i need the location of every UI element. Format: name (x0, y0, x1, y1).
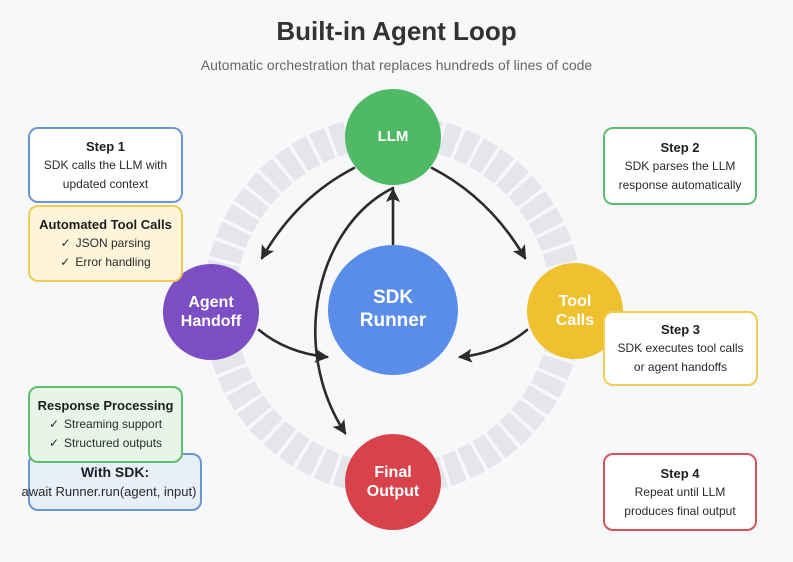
check-icon (61, 236, 76, 250)
step-2-card: Step 2 SDK parses the LLM response autom… (603, 127, 757, 205)
tool-calls-label-line2: Calls (555, 312, 595, 329)
with-sdk-title: With SDK: (80, 464, 150, 480)
check-icon (49, 436, 64, 450)
step-4-line: Repeat until LLM (634, 484, 726, 499)
tool-calls-label-line1: Tool (558, 292, 592, 310)
step-1-title: Step 1 (85, 138, 125, 154)
final-output-label-line2: Output (366, 483, 420, 500)
sdk-runner-label-line1: SDK (372, 287, 414, 309)
feature-item: JSON parsing (30, 234, 181, 253)
sdk-runner-label-line2: Runner (359, 310, 427, 331)
final-output-node: Final Output (345, 434, 441, 530)
step-2-line: SDK parses the LLM (624, 158, 736, 173)
arrow-llm-to-final-output (314, 186, 395, 435)
llm-node: LLM (345, 89, 441, 185)
check-icon (49, 417, 64, 431)
step-3-line: SDK executes tool calls (617, 341, 744, 355)
step-4-card: Step 4 Repeat until LLM produces final o… (603, 453, 757, 531)
feature-item-label: Streaming support (64, 417, 163, 431)
feature-item: Streaming support (30, 415, 181, 434)
step-4-line: produces final output (624, 503, 736, 518)
step-1-card: Step 1 SDK calls the LLM with updated co… (28, 127, 183, 203)
check-icon (60, 255, 75, 269)
feature-item: Error handling (30, 253, 181, 272)
automated-tool-calls-title: Automated Tool Calls (39, 217, 172, 232)
agent-handoff-label-line2: Handoff (180, 313, 242, 330)
step-3-title: Step 3 (660, 322, 700, 337)
step-4-title: Step 4 (660, 465, 700, 481)
llm-label: LLM (377, 128, 409, 145)
arrow-llm-to-tool-calls (430, 166, 527, 260)
arrow-tool-calls-to-runner (458, 328, 529, 363)
agent-handoff-label-line1: Agent (188, 293, 234, 311)
step-2-title: Step 2 (660, 139, 700, 155)
diagram-subtitle: Automatic orchestration that replaces hu… (200, 57, 593, 73)
sdk-runner-node: SDK Runner (328, 245, 458, 375)
diagram-title: Built-in Agent Loop (276, 16, 517, 46)
response-processing-title: Response Processing (37, 398, 174, 413)
arrow-llm-to-agent-handoff (260, 166, 356, 260)
feature-item-label: JSON parsing (75, 236, 151, 250)
feature-item: Structured outputs (30, 434, 181, 453)
step-1-line: updated context (62, 176, 149, 191)
with-sdk-code: await Runner.run(agent, input) (21, 484, 197, 499)
final-output-label-line1: Final (374, 463, 412, 481)
response-processing-card: Response Processing Streaming support St… (28, 386, 183, 463)
step-1-line: SDK calls the LLM with (43, 157, 168, 172)
step-3-line: or agent handoffs (633, 360, 728, 374)
arrow-agent-handoff-to-runner (257, 328, 329, 363)
step-3-card: Step 3 SDK executes tool calls or agent … (603, 311, 758, 386)
step-2-line: response automatically (618, 177, 742, 192)
feature-item-label: Structured outputs (64, 436, 163, 450)
feature-item-label: Error handling (75, 255, 151, 269)
automated-tool-calls-card: Automated Tool Calls JSON parsing Error … (28, 205, 183, 282)
